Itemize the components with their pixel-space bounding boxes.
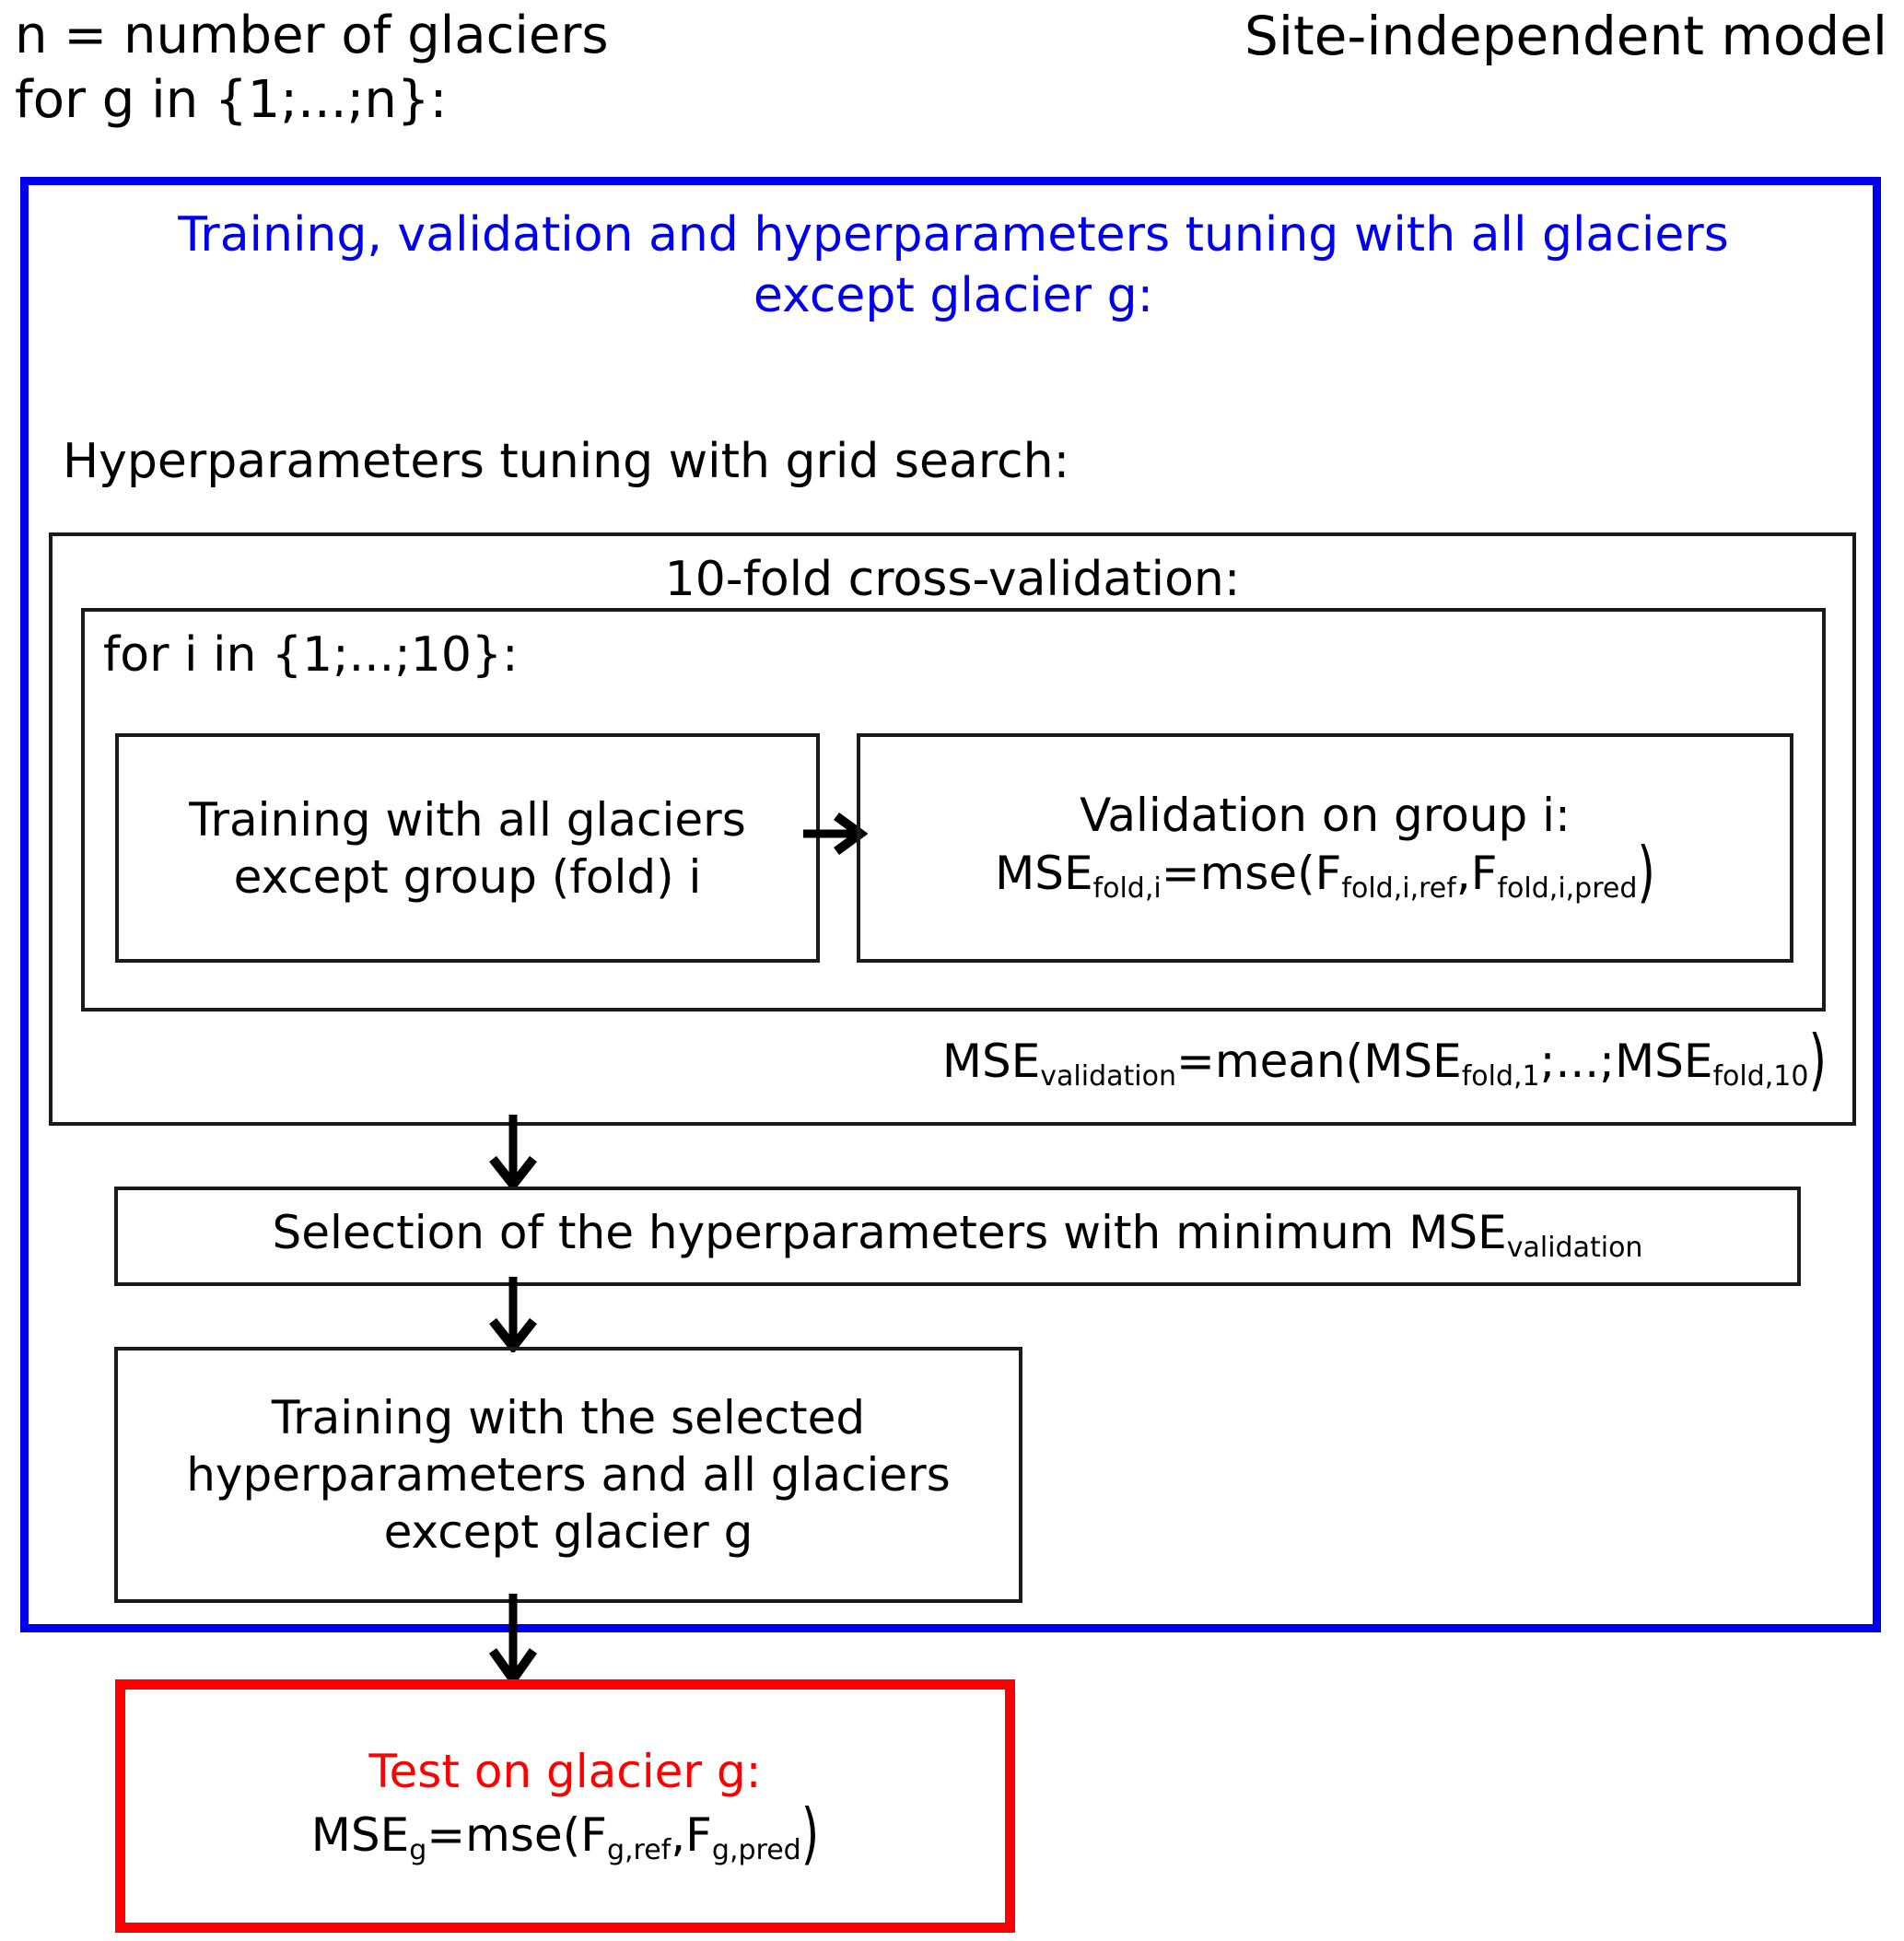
fold-loop-box (81, 608, 1826, 1011)
training-selected-line1: Training with the selected (271, 1391, 866, 1444)
mse-fold-arg2-sub: fold,i,pred (1497, 871, 1638, 905)
selection-label: Selection of the hyperparameters with mi… (272, 1206, 1507, 1259)
mse-fold-close: ) (1637, 833, 1655, 911)
down-arrow-icon (481, 1115, 545, 1194)
test-box: Test on glacier g: MSEg=mse(Fg,ref,Fg,pr… (115, 1679, 1015, 1933)
validation-fold-title: Validation on group i: (1080, 788, 1571, 842)
test-sep: , (671, 1807, 686, 1862)
hyperparameter-selection-box: Selection of the hyperparameters with mi… (114, 1187, 1801, 1286)
mse-fold-sep: , (1455, 846, 1471, 900)
site-independent-outer-box (20, 177, 1881, 1632)
selection-label-sub: validation (1506, 1232, 1643, 1264)
outer-box-caption: Training, validation and hyperparameters… (101, 205, 1805, 326)
training-selected-line3: except glacier g (383, 1505, 753, 1559)
mse-mean-arg1-sub: fold,1 (1461, 1060, 1540, 1093)
train-fold-box: Training with all glaciers except group … (115, 733, 820, 963)
test-lhs-sub: g (409, 1833, 427, 1866)
down-arrow-icon (481, 1277, 545, 1356)
page-title: Site-independent model (1244, 5, 1887, 67)
test-close: ) (800, 1795, 820, 1873)
test-formula: MSEg=mse(Fg,ref,Fg,pred) (310, 1795, 819, 1872)
training-selected-box: Training with the selected hyperparamete… (114, 1347, 1022, 1603)
outer-caption-line1: Training, validation and hyperparameters… (178, 207, 1729, 263)
training-selected-line2: hyperparameters and all glaciers (186, 1448, 951, 1502)
cross-validation-box (49, 532, 1856, 1126)
mse-fold-lhs-sub: fold,i (1092, 871, 1162, 905)
glacier-count-definition: n = number of glaciers (15, 6, 609, 65)
mse-fold-arg1: F (1314, 846, 1342, 900)
outer-loop-label: for g in {1;...;n}: (15, 70, 448, 130)
test-eq: =mse( (426, 1807, 581, 1862)
down-arrow-icon (481, 1594, 545, 1688)
right-arrow-icon (803, 812, 869, 859)
test-arg1-sub: g,ref (606, 1833, 672, 1866)
test-arg2-sub: g,pred (711, 1833, 801, 1866)
mse-validation-mean-formula: MSEvalidation=mean(MSEfold,1;...;MSEfold… (49, 1022, 1827, 1099)
train-fold-text: Training with all glaciers except group … (180, 791, 755, 906)
mse-mean-lhs-sub: validation (1040, 1060, 1176, 1093)
mse-mean-lhs: MSE (941, 1035, 1041, 1088)
mse-fold-arg1-sub: fold,i,ref (1341, 871, 1456, 905)
mse-fold-lhs: MSE (995, 846, 1093, 900)
mse-mean-close: ) (1808, 1021, 1827, 1099)
train-fold-line1: Training with all glaciers (189, 792, 746, 847)
selection-text: Selection of the hyperparameters with mi… (263, 1203, 1653, 1269)
header-left: n = number of glaciers for g in {1;...;n… (15, 4, 609, 133)
train-fold-line2: except group (fold) i (233, 849, 702, 904)
mse-fold-eq: =mse( (1161, 846, 1315, 900)
mse-fold-arg2: F (1470, 846, 1498, 900)
validation-fold-formula: MSEfold,i=mse(Ffold,i,ref,Ffold,i,pred) (995, 833, 1655, 910)
outer-caption-line2: except glacier g: (753, 268, 1154, 323)
cross-validation-title: 10-fold cross-validation: (664, 552, 1241, 607)
training-selected-text: Training with the selected hyperparamete… (177, 1389, 960, 1561)
test-title: Test on glacier g: (368, 1744, 762, 1798)
validation-fold-text: Validation on group i: MSEfold,i=mse(Ffo… (986, 787, 1665, 911)
test-lhs: MSE (310, 1807, 410, 1862)
mse-mean-sep: ;...; (1539, 1035, 1615, 1088)
validation-fold-box: Validation on group i: MSEfold,i=mse(Ffo… (857, 733, 1793, 963)
grid-search-label: Hyperparameters tuning with grid search: (63, 434, 1070, 489)
fold-loop-label: for i in {1;...;10}: (103, 627, 519, 683)
mse-mean-eq: =mean( (1176, 1035, 1364, 1088)
selection-inline: Selection of the hyperparameters with mi… (272, 1206, 1643, 1264)
mse-mean-arg2: MSE (1614, 1035, 1713, 1088)
mse-mean-inline: MSEvalidation=mean(MSEfold,1;...;MSEfold… (941, 1022, 1827, 1099)
test-arg1: F (580, 1807, 607, 1862)
test-arg2: F (685, 1807, 712, 1862)
mse-mean-arg2-sub: fold,10 (1712, 1060, 1809, 1093)
mse-mean-arg1: MSE (1363, 1035, 1462, 1088)
